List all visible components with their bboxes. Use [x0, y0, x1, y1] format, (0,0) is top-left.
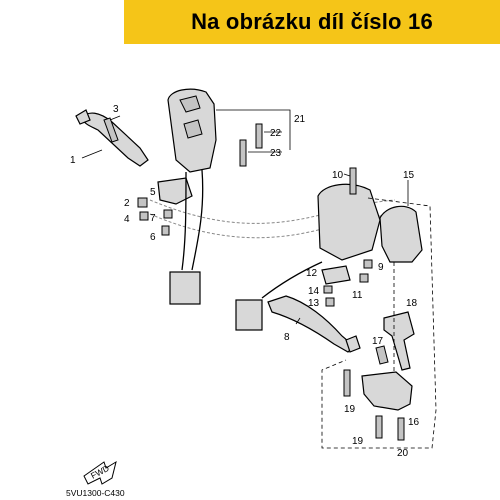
- part-14-icon: [323, 285, 333, 294]
- left-wire-2: [181, 171, 187, 271]
- right-lever-tip: [345, 335, 361, 353]
- left-connector: [169, 271, 201, 305]
- part-2-icon: [137, 197, 148, 208]
- callout-13: 13: [308, 298, 320, 309]
- lever-holder: [157, 177, 193, 205]
- part-7-icon: [163, 209, 173, 219]
- callout-17: 17: [372, 336, 384, 347]
- callout-2: 2: [124, 198, 130, 209]
- screw-19b: [375, 415, 383, 439]
- callout-9: 9: [378, 262, 384, 273]
- callout-7: 7: [150, 213, 156, 224]
- callout-15: 15: [403, 170, 415, 181]
- callout-20: 20: [397, 448, 409, 459]
- diagram-code: 5VU1300-C430: [66, 488, 125, 498]
- left-switch-button: [179, 95, 201, 113]
- callout-14: 14: [308, 286, 320, 297]
- lead-3: [109, 115, 121, 121]
- part-11-icon: [359, 273, 369, 283]
- bracket-21: [216, 109, 291, 150]
- group-15-box: [321, 197, 437, 449]
- left-switch-button-2: [183, 119, 203, 139]
- right-switch-housing: [379, 205, 423, 263]
- callout-16: 16: [408, 417, 420, 428]
- callout-6: 6: [150, 232, 156, 243]
- master-cylinder: [317, 183, 381, 261]
- callout-12: 12: [306, 268, 318, 279]
- callout-10: 10: [332, 170, 344, 181]
- left-wire: [191, 169, 204, 271]
- part-4-icon: [139, 211, 149, 221]
- callout-5: 5: [150, 187, 156, 198]
- callout-19-upper: 19: [344, 404, 356, 415]
- callout-19-lower: 19: [352, 436, 364, 447]
- part-16: [361, 371, 413, 411]
- left-lever-tip: [75, 109, 91, 125]
- right-wire: [261, 261, 323, 299]
- title-banner: Na obrázku díl číslo 16: [124, 0, 500, 44]
- screw-3: [103, 117, 119, 143]
- screw-22: [255, 123, 263, 149]
- lead-1: [81, 149, 103, 159]
- lead-10: [343, 173, 351, 177]
- part-12: [321, 265, 351, 285]
- callout-23: 23: [270, 148, 282, 159]
- callout-22: 22: [270, 128, 282, 139]
- part-9-icon: [363, 259, 373, 269]
- part-17: [375, 345, 389, 365]
- lead-8: [295, 317, 301, 325]
- part-18: [383, 311, 415, 371]
- screw-23: [239, 139, 247, 167]
- callout-1: 1: [70, 155, 76, 166]
- part-6-icon: [161, 225, 170, 236]
- callout-4: 4: [124, 214, 130, 225]
- fwd-arrow-icon: FWD: [83, 460, 117, 485]
- right-connector: [235, 299, 263, 331]
- callout-11: 11: [352, 290, 363, 301]
- banner-text: Na obrázku díl číslo 16: [191, 9, 433, 34]
- callout-21: 21: [294, 114, 306, 125]
- callout-8: 8: [284, 332, 290, 343]
- screw-19a: [343, 369, 351, 397]
- screw-20: [397, 417, 405, 441]
- screw-10: [349, 167, 357, 195]
- callout-18: 18: [406, 298, 418, 309]
- callout-3: 3: [113, 104, 119, 115]
- part-13-icon: [325, 297, 335, 307]
